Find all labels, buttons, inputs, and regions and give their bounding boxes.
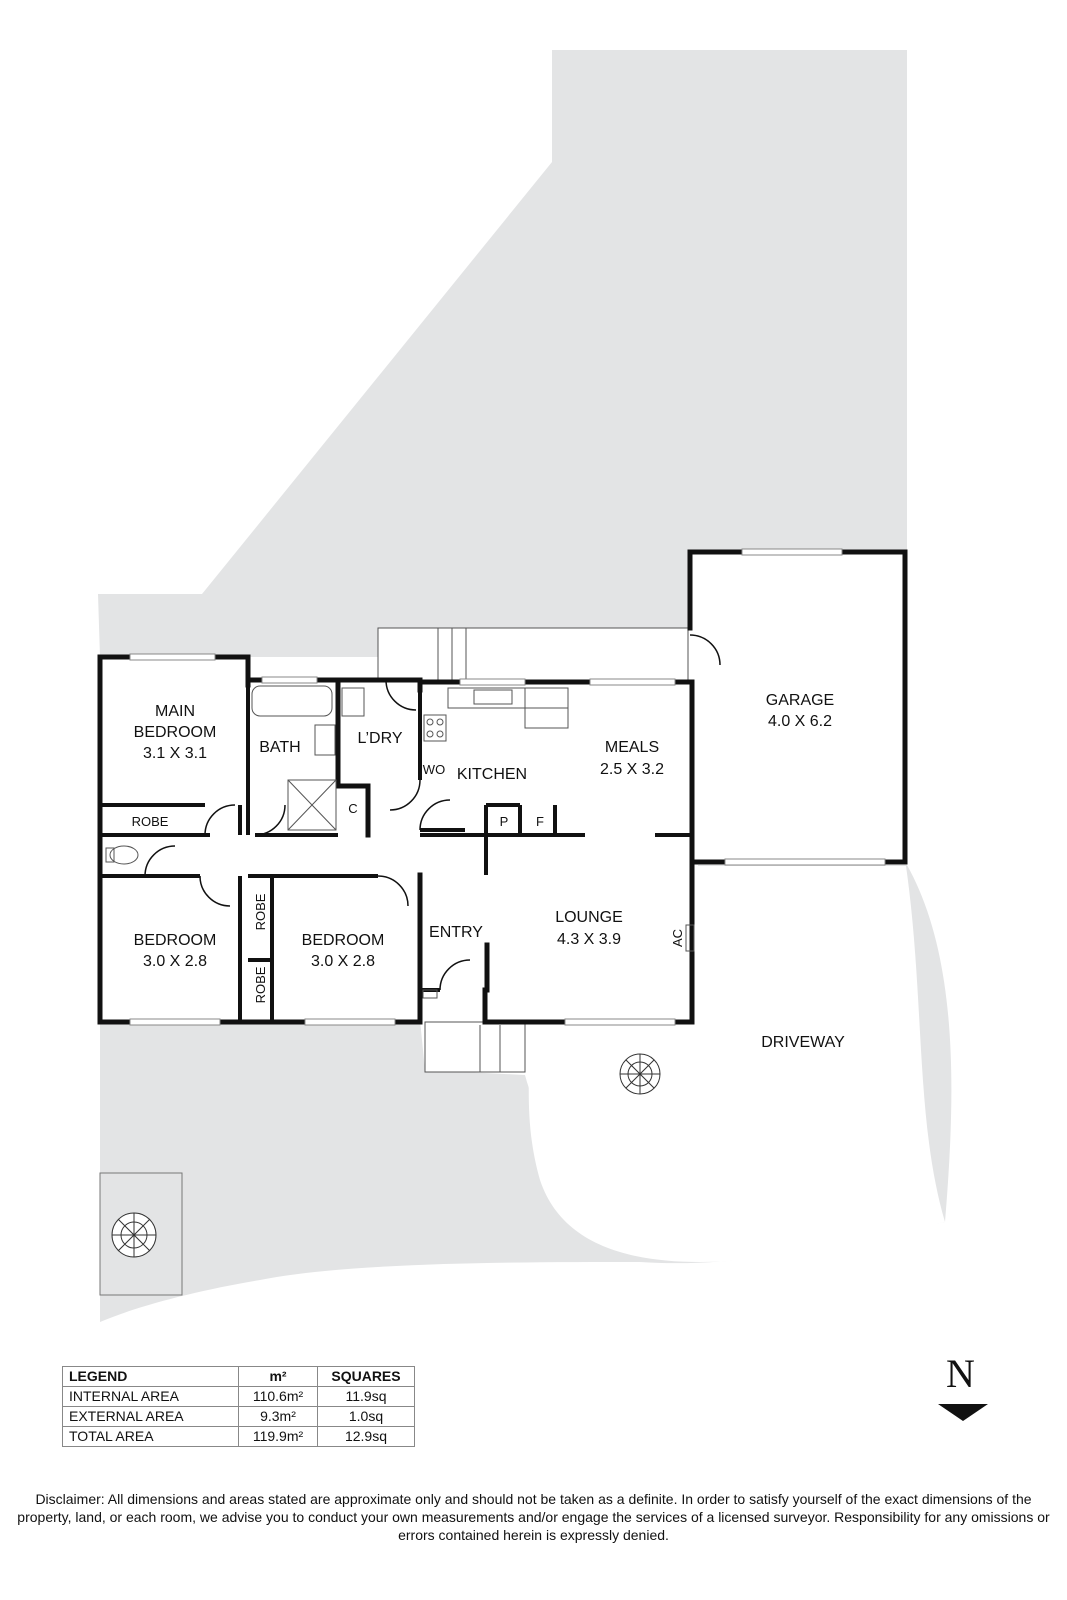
garage-size: 4.0 X 6.2 <box>768 713 832 730</box>
entry-steps <box>424 1021 526 1073</box>
legend-row: EXTERNAL AREA 9.3m² 1.0sq <box>62 1406 415 1427</box>
sink <box>473 689 513 705</box>
vanity <box>314 724 336 756</box>
legend-row-label: EXTERNAL AREA <box>62 1406 239 1427</box>
legend-row-label: INTERNAL AREA <box>62 1386 239 1407</box>
meter-box <box>422 989 438 999</box>
north-arrow-icon <box>938 1404 988 1421</box>
bedroom-3-label: BEDROOM <box>302 932 385 949</box>
bathtub <box>251 685 333 717</box>
main-bedroom-name-2: BEDROOM <box>134 724 217 741</box>
legend-row-m2: 9.3m² <box>238 1406 318 1427</box>
entry-label: ENTRY <box>429 924 483 941</box>
toilet <box>109 845 139 865</box>
windows <box>129 548 886 1026</box>
ac-unit <box>685 924 695 952</box>
interior-walls <box>100 685 692 1022</box>
tree-icon <box>619 1053 661 1095</box>
legend-row-label: TOTAL AREA <box>62 1426 239 1447</box>
robe-main-label: ROBE <box>132 814 169 829</box>
cupboard-label: C <box>348 801 357 816</box>
driveway-surface <box>525 866 945 1262</box>
legend-header-m2: m² <box>238 1366 318 1387</box>
north-letter: N <box>946 1351 975 1396</box>
robe-upper-label: ROBE <box>253 893 268 930</box>
main-bedroom-name-1: MAIN <box>155 703 195 720</box>
disclaimer-text: Disclaimer: All dimensions and areas sta… <box>17 1491 1050 1543</box>
house-floor <box>100 657 695 1022</box>
garage-label: GARAGE <box>766 692 834 709</box>
meals-size: 2.5 X 3.2 <box>600 761 664 778</box>
fixtures <box>105 685 695 999</box>
legend-row: TOTAL AREA 119.9m² 12.9sq <box>62 1426 415 1447</box>
driveway-label: DRIVEWAY <box>761 1034 845 1051</box>
main-bedroom-size: 3.1 X 3.1 <box>143 745 207 762</box>
laundry-label: L’DRY <box>357 730 402 747</box>
bedroom-2-size: 3.0 X 2.8 <box>143 953 207 970</box>
fridge-label: F <box>536 814 544 829</box>
legend-row-squares: 1.0sq <box>317 1406 415 1427</box>
legend-row-m2: 110.6m² <box>238 1386 318 1407</box>
meals-label: MEALS <box>605 739 659 756</box>
kitchen-island <box>524 687 569 729</box>
tree-icon <box>111 1212 157 1258</box>
kitchen-label: KITCHEN <box>457 766 527 783</box>
lounge-label: LOUNGE <box>555 909 623 926</box>
bath-label: BATH <box>259 739 300 756</box>
pantry-label: P <box>500 814 509 829</box>
wall-oven-label: WO <box>423 762 445 777</box>
legend-header-row: LEGEND m² SQUARES <box>62 1366 415 1387</box>
ac-label: AC <box>670 929 685 947</box>
land-upper <box>98 50 907 680</box>
legend-row-squares: 12.9sq <box>317 1426 415 1447</box>
legend-row: INTERNAL AREA 110.6m² 11.9sq <box>62 1386 415 1407</box>
area-legend-table: LEGEND m² SQUARES INTERNAL AREA 110.6m² … <box>62 1366 415 1447</box>
legend-row-m2: 119.9m² <box>238 1426 318 1447</box>
legend-header: LEGEND <box>62 1366 239 1387</box>
shower <box>287 779 337 831</box>
north-arrow: N <box>938 1350 988 1425</box>
garage-floor <box>690 551 905 862</box>
bedroom-3-size: 3.0 X 2.8 <box>311 953 375 970</box>
verandah <box>377 627 689 681</box>
laundry-tub <box>341 687 365 717</box>
bedroom-2-label: BEDROOM <box>134 932 217 949</box>
door-swings <box>144 634 721 991</box>
robe-lower-label: ROBE <box>253 966 268 1003</box>
legend-row-squares: 11.9sq <box>317 1386 415 1407</box>
cooktop <box>423 714 447 742</box>
legend-header-squares: SQUARES <box>317 1366 415 1387</box>
floor-plan: MAIN BEDROOM 3.1 X 3.1 BATH L’DRY WO KIT… <box>97 50 952 1322</box>
lounge-size: 4.3 X 3.9 <box>557 931 621 948</box>
